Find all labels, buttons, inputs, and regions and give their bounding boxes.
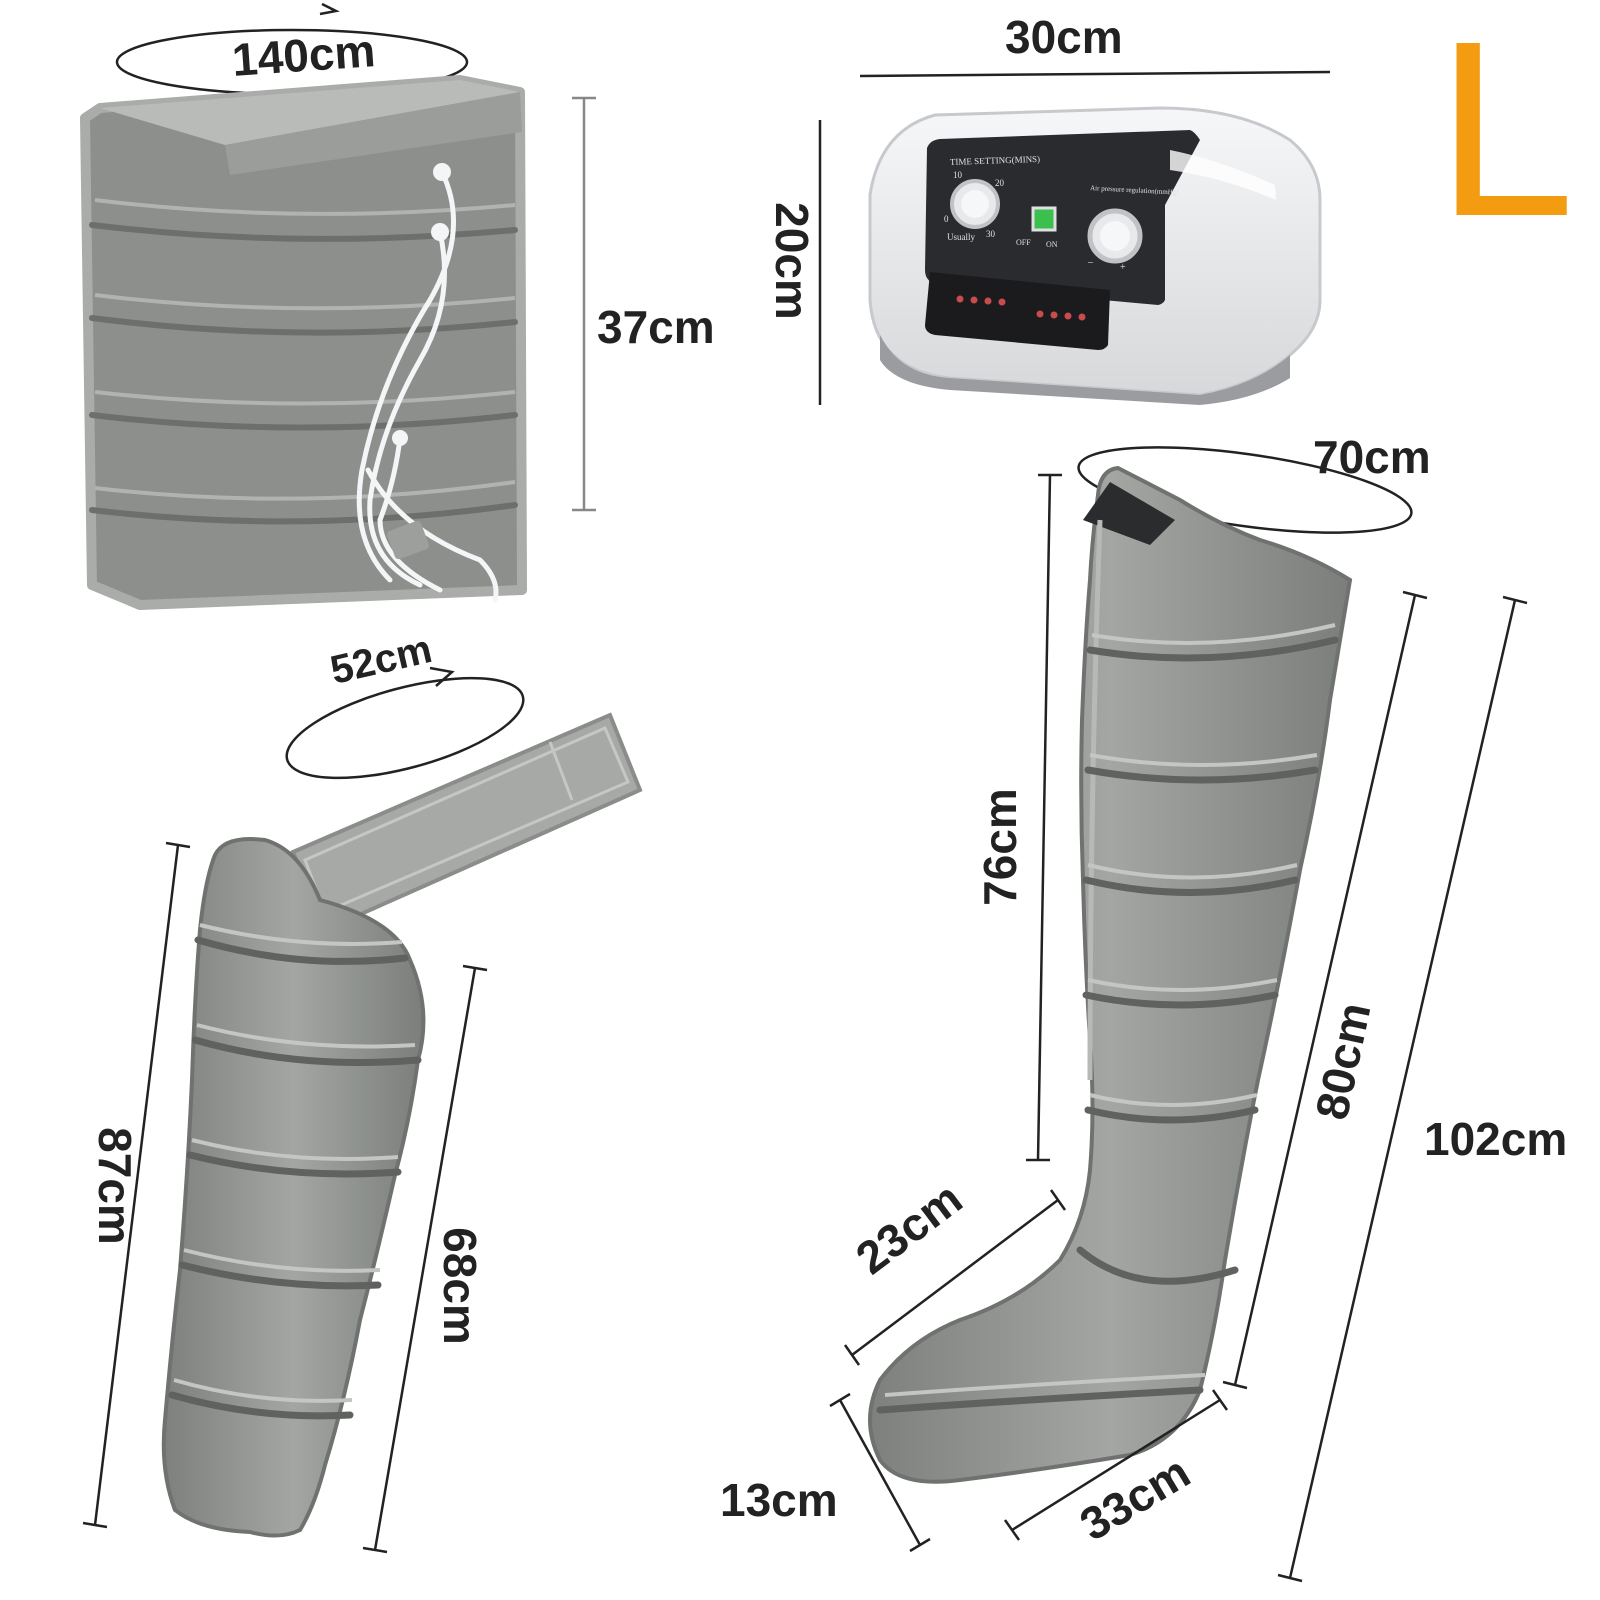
mode-label: Usually — [947, 232, 975, 242]
pressure-plus: + — [1120, 262, 1126, 273]
waist-cuff — [80, 2, 596, 610]
control-unit: TIME SETTING(MINS) 10 20 0 30 Usually OF… — [818, 70, 1331, 405]
arm-length-total-label: 87cm — [88, 1127, 141, 1245]
switch-off-label: OFF — [1016, 238, 1031, 247]
leg-total-label: 102cm — [1424, 1113, 1568, 1165]
switch-on-label: ON — [1046, 240, 1058, 249]
device-width-line — [859, 70, 1331, 78]
arm-cuff — [82, 666, 643, 1554]
time-setting-title: TIME SETTING(MINS) — [950, 154, 1041, 167]
arm-ring-arrow — [429, 666, 455, 687]
device-height-label: 20cm — [765, 202, 818, 320]
time-mark-20: 20 — [995, 178, 1005, 188]
time-mark-0: 0 — [944, 214, 949, 224]
leg-circumference-ring — [1077, 446, 1413, 534]
leg-circumference-label: 70cm — [1313, 431, 1431, 483]
leg-cuff — [829, 446, 1528, 1583]
arm-length-inner-label: 68cm — [433, 1227, 486, 1345]
device-width-label: 30cm — [1005, 11, 1123, 63]
size-badge: L — [1436, 0, 1576, 268]
arm-circumference-ring — [285, 676, 525, 780]
time-mark-30: 30 — [986, 229, 996, 239]
waist-ring-arrow — [319, 2, 340, 16]
leg-upper-label: 76cm — [973, 788, 1026, 906]
time-mark-10: 10 — [953, 170, 963, 180]
pressure-minus: – — [1087, 257, 1094, 268]
waist-circumference-label: 140cm — [230, 24, 377, 86]
foot-height-label: 13cm — [720, 1474, 838, 1526]
waist-height-label: 37cm — [597, 301, 715, 353]
